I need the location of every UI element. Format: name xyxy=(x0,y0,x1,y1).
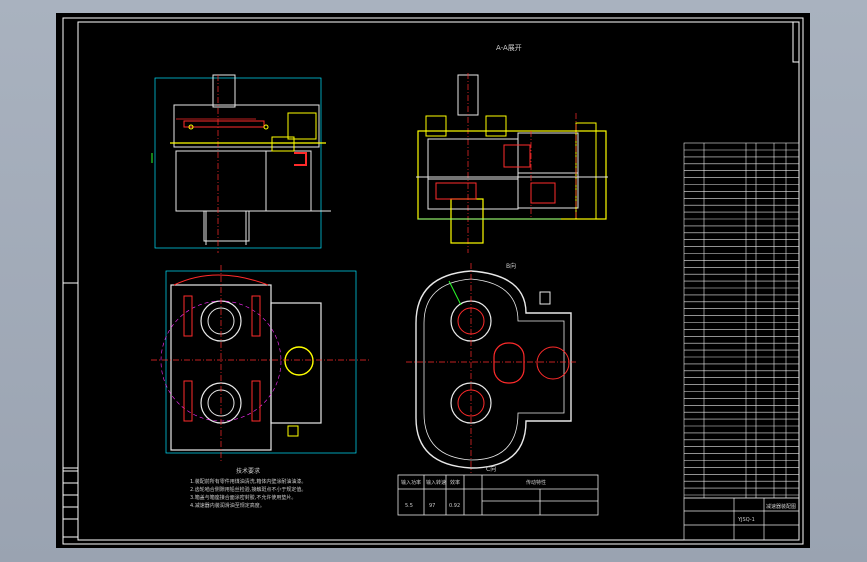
drawing-sheet[interactable]: A-A展开 xyxy=(56,13,810,548)
title-block-title: 减速器装配图 xyxy=(766,503,796,510)
outer-border xyxy=(62,17,804,545)
param-value-3: 0.92 xyxy=(449,503,460,509)
view-label-top: A-A展开 xyxy=(496,44,522,52)
title-block xyxy=(683,497,800,541)
parameter-table xyxy=(397,474,599,516)
tech-req-title: 技术要求 xyxy=(236,467,260,475)
tech-req-line-3: 3.箱盖与箱座接合面涂密封胶,不允许使用垫片。 xyxy=(190,494,296,501)
param-header-1: 输入功率 xyxy=(401,479,421,486)
view-label-c: C向 xyxy=(486,465,496,473)
param-header-2: 输入转速 xyxy=(426,479,446,486)
side-stamp xyxy=(62,470,79,538)
parts-list xyxy=(683,142,800,499)
tech-req-line-4: 4.减速器内装润滑油至规定高度。 xyxy=(190,502,265,509)
drawing-canvas: A-A展开 xyxy=(62,17,804,545)
param-value-2: 97 xyxy=(429,503,435,509)
section-view xyxy=(416,73,608,253)
title-block-drawing-no: YJSQ-1 xyxy=(737,517,755,523)
tech-req-line-1: 1.装配前所有零件用煤油清洗,箱体内壁涂耐油油漆。 xyxy=(190,478,306,485)
plan-view xyxy=(151,265,371,463)
param-value-1: 5.5 xyxy=(405,503,413,509)
housing-view xyxy=(406,263,576,473)
view-label-b: B向 xyxy=(506,262,516,270)
tech-requirements: 技术要求 1.装配前所有零件用煤油清洗,箱体内壁涂耐油油漆。 2.齿轮啮合侧隙用… xyxy=(190,467,306,509)
tech-req-line-2: 2.齿轮啮合侧隙用铅丝检验,接触斑点不小于规定值。 xyxy=(190,486,306,493)
param-header-3: 效率 xyxy=(450,479,460,486)
front-view xyxy=(151,74,331,253)
param-header-4: 传动特性 xyxy=(526,479,546,486)
